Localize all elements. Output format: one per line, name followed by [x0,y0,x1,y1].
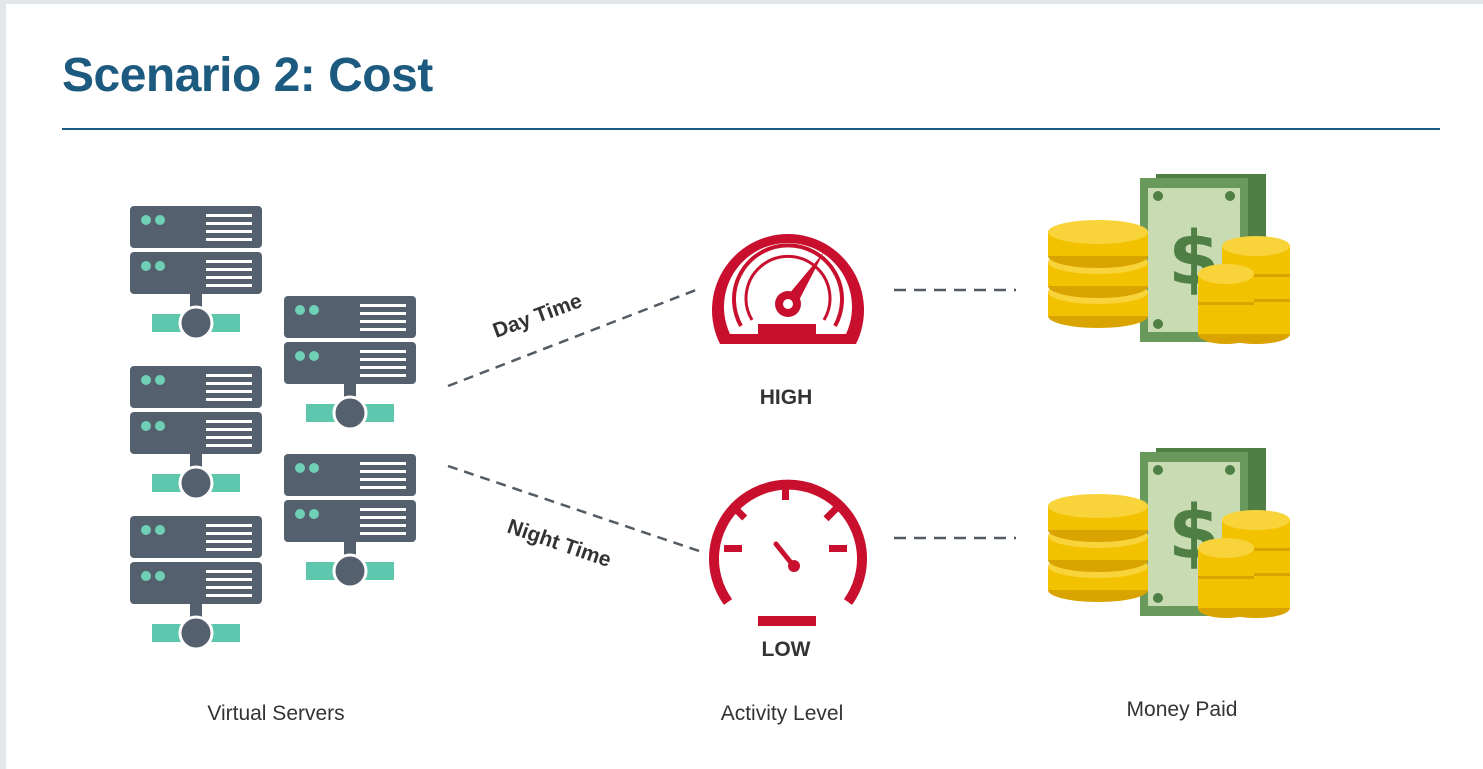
diagram-canvas: $ [128,174,1290,725]
speedometer-high-icon [711,234,865,344]
virtual-servers-group [128,204,418,651]
page-title: Scenario 2: Cost [62,49,433,102]
speedometer-low-icon [709,479,867,626]
money-stack-icon [1048,448,1290,618]
server-icon [128,514,264,651]
night-time-label: Night Time [504,515,614,572]
day-time-label: Day Time [490,289,585,342]
high-label: HIGH [760,386,813,409]
title-divider [62,128,1440,130]
server-icon [128,204,264,341]
low-label: LOW [762,638,811,661]
server-icon [282,294,418,431]
day-time-connector [447,288,697,388]
server-icon [282,452,418,589]
slide: Scenario 2: Cost [6,4,1483,769]
money-stack-icon [1048,174,1290,344]
activity-level-label: Activity Level [721,702,844,725]
server-icon [128,364,264,501]
night-time-connector [447,464,703,554]
money-paid-label: Money Paid [1127,698,1238,721]
virtual-servers-label: Virtual Servers [207,702,344,725]
